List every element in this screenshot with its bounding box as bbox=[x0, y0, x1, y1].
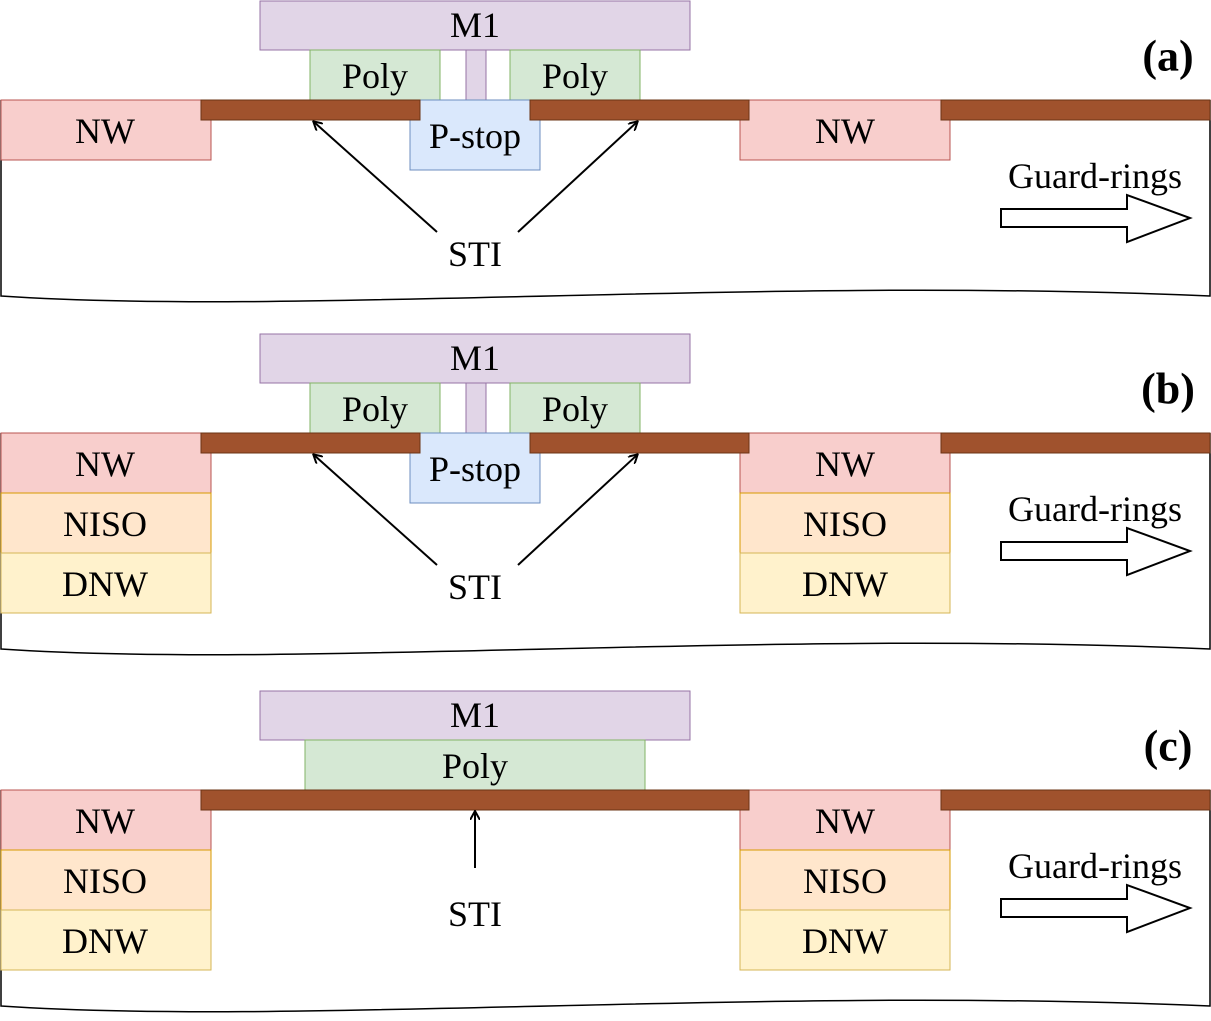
pstop-region bbox=[409, 432, 541, 504]
guard-rings-label: Guard-rings bbox=[1008, 156, 1182, 196]
well-right-niso bbox=[739, 849, 951, 911]
well-left-dnw bbox=[0, 909, 212, 971]
sti-bar-edge bbox=[940, 432, 1211, 454]
guard-rings-label: Guard-rings bbox=[1008, 489, 1182, 529]
panel-label: (a) bbox=[1142, 32, 1193, 81]
poly-right-label: Poly bbox=[542, 389, 608, 429]
well-right-dnw bbox=[739, 552, 951, 614]
well-right-nw-label: NW bbox=[815, 801, 875, 841]
guard-rings-label: Guard-rings bbox=[1008, 846, 1182, 886]
m1-layer bbox=[259, 0, 691, 51]
well-left-niso-label: NISO bbox=[63, 861, 147, 901]
sti-label: STI bbox=[448, 567, 502, 607]
poly-right bbox=[509, 382, 641, 434]
panel-label: (c) bbox=[1144, 722, 1193, 771]
sti-bar-left bbox=[200, 99, 421, 121]
m1-via bbox=[465, 49, 487, 101]
well-left-niso-label: NISO bbox=[63, 504, 147, 544]
well-left-nw-label: NW bbox=[75, 111, 135, 151]
well-right-nw bbox=[739, 432, 951, 494]
well-right-nw bbox=[739, 99, 951, 161]
poly-right-label: Poly bbox=[542, 56, 608, 96]
well-right-nw bbox=[739, 789, 951, 851]
sti-label: STI bbox=[448, 234, 502, 274]
well-left-niso bbox=[0, 492, 212, 554]
well-right-nw-label: NW bbox=[815, 111, 875, 151]
guard-rings-arrow-icon bbox=[1000, 193, 1193, 244]
well-left-nw bbox=[0, 432, 212, 494]
well-left-nw-label: NW bbox=[75, 801, 135, 841]
poly-label: Poly bbox=[442, 746, 508, 786]
m1-label: M1 bbox=[450, 5, 500, 45]
sti-arrow-right bbox=[517, 122, 637, 233]
well-left-dnw-label: DNW bbox=[62, 921, 148, 961]
sti-bar-right bbox=[529, 432, 750, 454]
sti-bar-left bbox=[200, 432, 421, 454]
well-right-niso-label: NISO bbox=[803, 504, 887, 544]
m1-layer bbox=[259, 690, 691, 741]
well-left-niso bbox=[0, 849, 212, 911]
well-right-nw-label: NW bbox=[815, 444, 875, 484]
well-left-nw-label: NW bbox=[75, 444, 135, 484]
sti-bar-center bbox=[200, 789, 750, 811]
well-right-niso bbox=[739, 492, 951, 554]
pstop-label: P-stop bbox=[429, 116, 521, 156]
well-left-dnw-label: DNW bbox=[62, 564, 148, 604]
well-right-niso-label: NISO bbox=[803, 861, 887, 901]
sti-label: STI bbox=[448, 894, 502, 934]
well-left-nw bbox=[0, 99, 212, 161]
well-right-dnw-label: DNW bbox=[802, 921, 888, 961]
poly-right bbox=[509, 49, 641, 101]
sti-bar-edge bbox=[940, 789, 1211, 811]
pstop-region bbox=[409, 99, 541, 171]
sti-bar-right bbox=[529, 99, 750, 121]
sti-bar-edge bbox=[940, 99, 1211, 121]
well-right-dnw bbox=[739, 909, 951, 971]
poly-left-label: Poly bbox=[342, 389, 408, 429]
sti-arrow-left bbox=[314, 455, 438, 566]
poly-left-label: Poly bbox=[342, 56, 408, 96]
m1-via bbox=[465, 382, 487, 434]
m1-label: M1 bbox=[450, 338, 500, 378]
guard-rings-arrow-icon bbox=[1000, 883, 1193, 934]
poly-left bbox=[309, 382, 441, 434]
sti-arrow-right bbox=[517, 455, 637, 566]
poly-layer bbox=[304, 739, 646, 791]
m1-label: M1 bbox=[450, 695, 500, 735]
well-left-nw bbox=[0, 789, 212, 851]
pstop-label: P-stop bbox=[429, 449, 521, 489]
panel-label: (b) bbox=[1141, 365, 1195, 414]
well-right-dnw-label: DNW bbox=[802, 564, 888, 604]
m1-layer bbox=[259, 333, 691, 384]
well-left-dnw bbox=[0, 552, 212, 614]
sti-arrow-left bbox=[314, 122, 438, 233]
guard-rings-arrow-icon bbox=[1000, 526, 1193, 577]
